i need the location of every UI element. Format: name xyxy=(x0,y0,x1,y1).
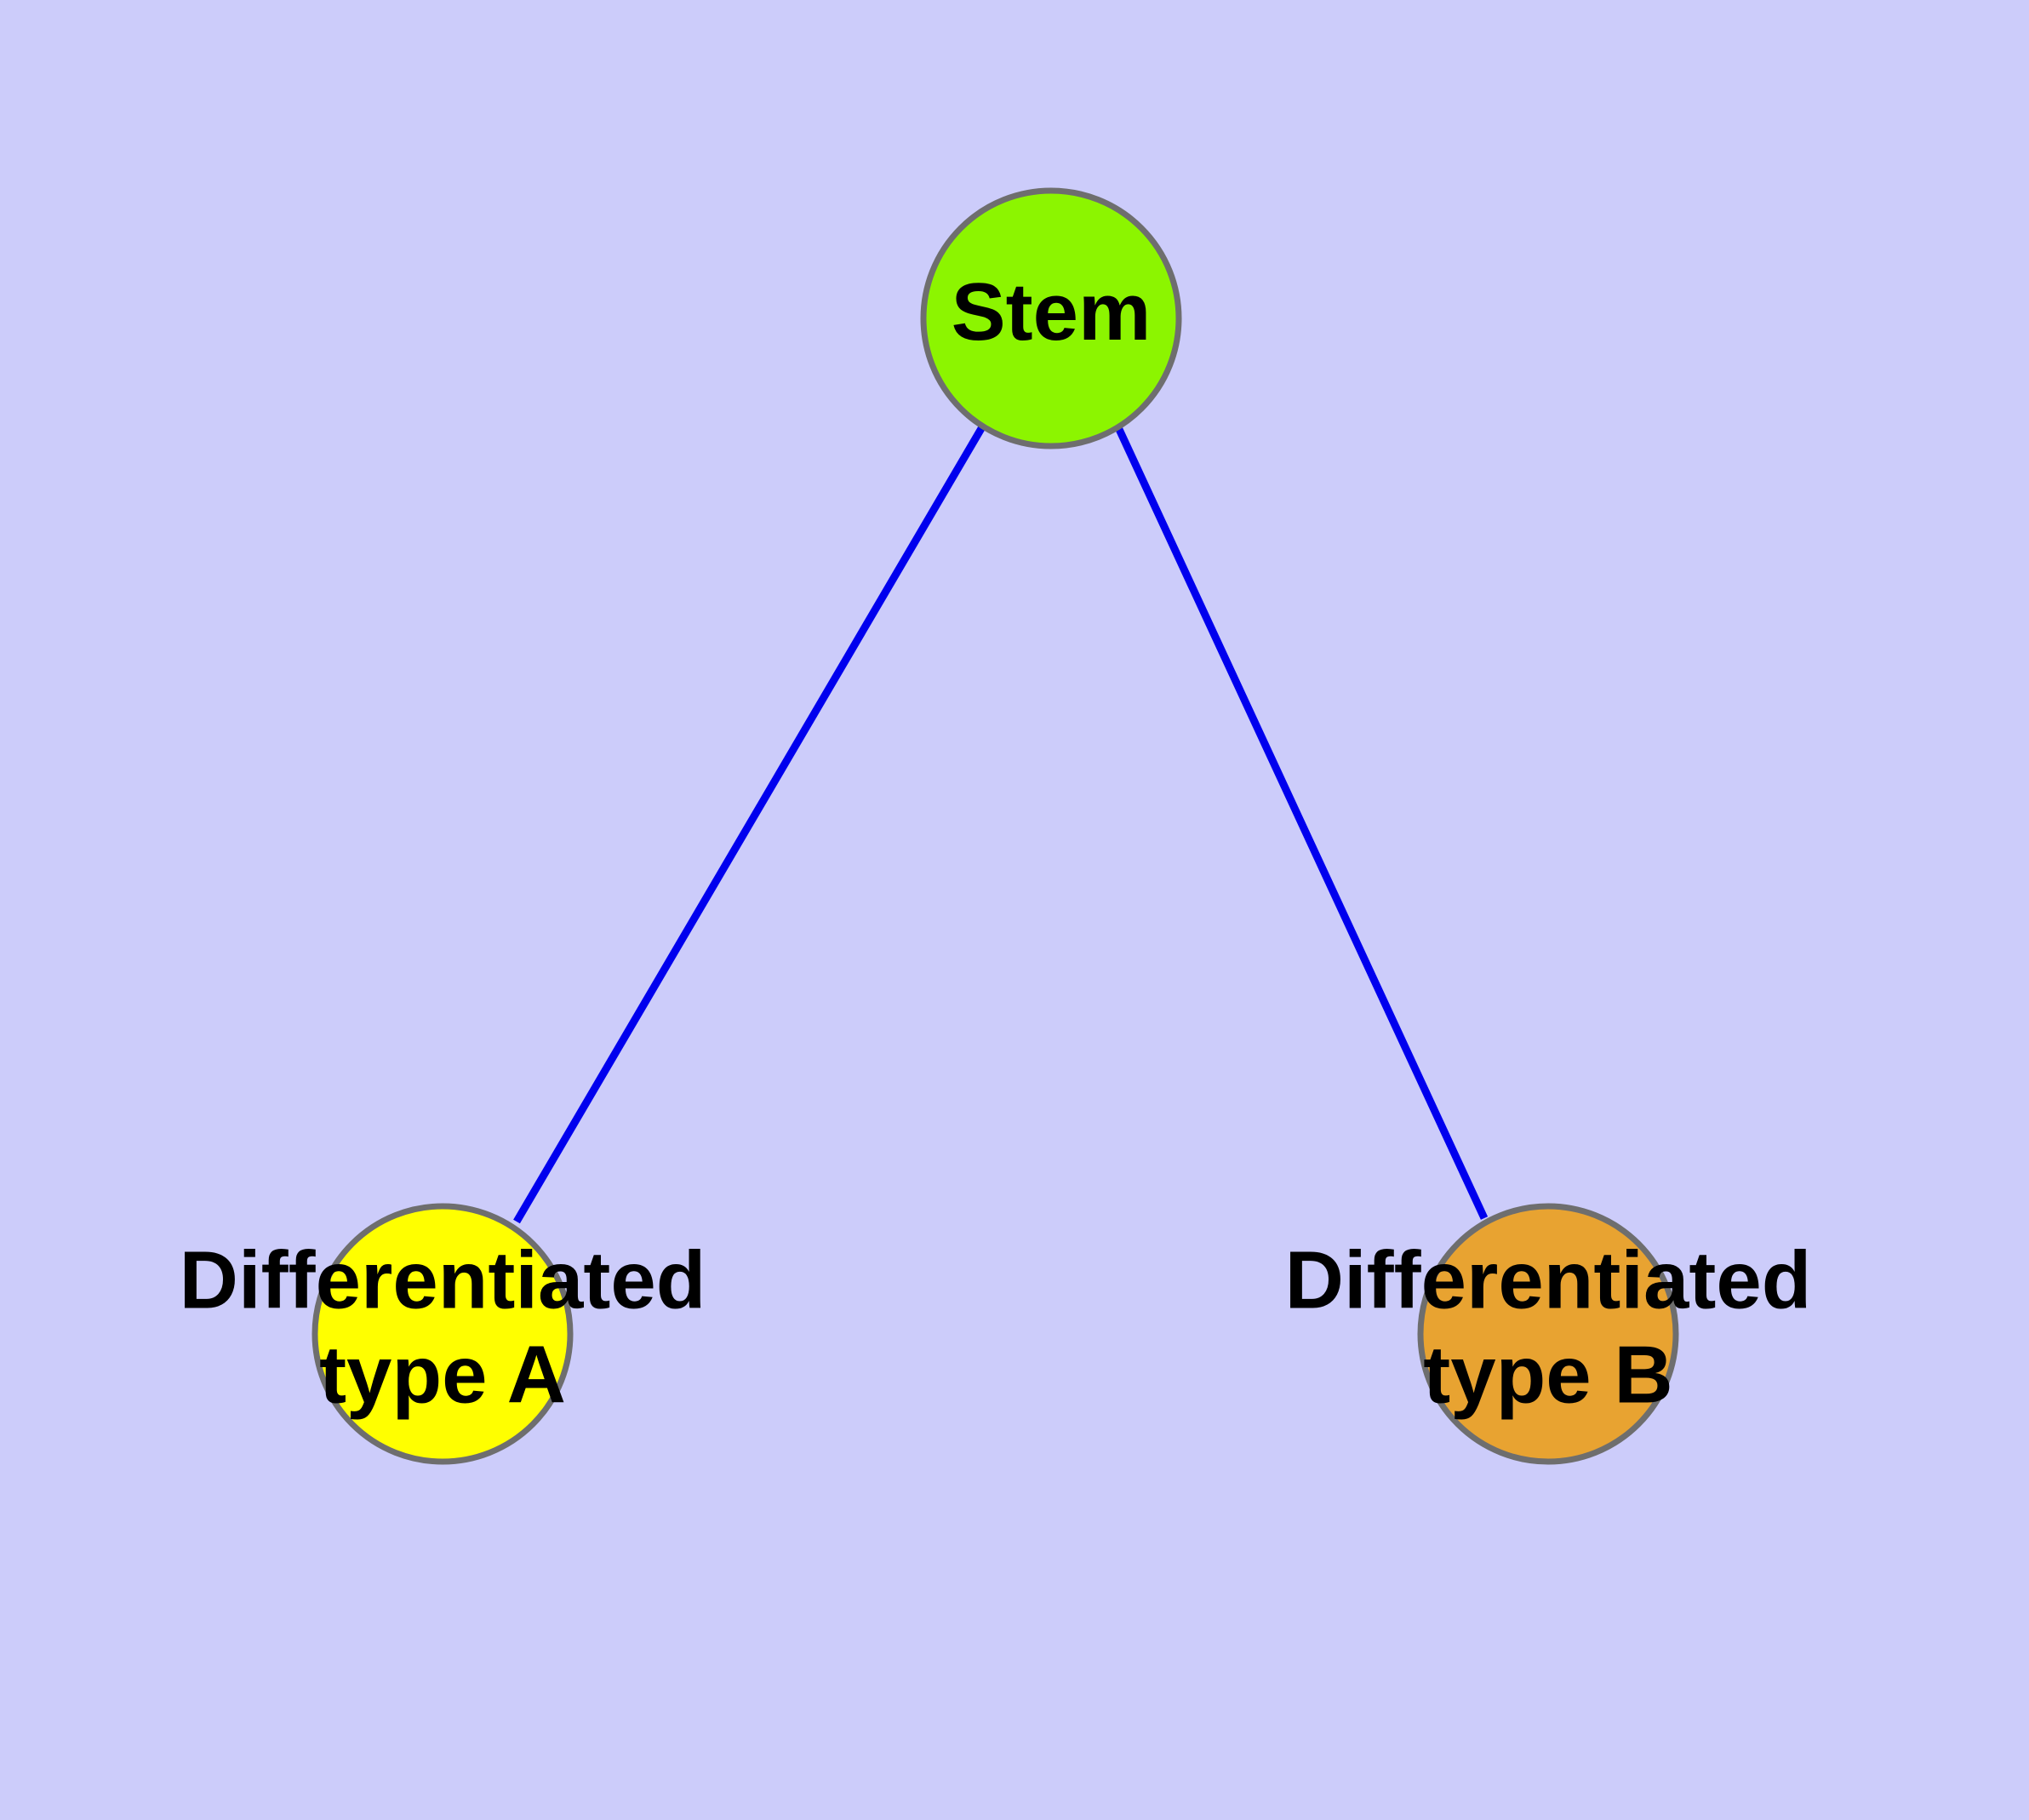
node-label-line: Differentiated xyxy=(180,1235,706,1326)
node-circle-stem[interactable] xyxy=(920,187,1182,449)
node-label-line: type B xyxy=(1423,1330,1672,1421)
node-circle-diff_a[interactable] xyxy=(311,1203,574,1465)
node-label-line: Stem xyxy=(952,266,1152,358)
node-label-stem: Stem xyxy=(952,266,1152,358)
nodes-layer xyxy=(311,187,1679,1465)
edge-stem-to-diff_a[interactable] xyxy=(513,423,986,1224)
edges-layer xyxy=(513,423,1489,1224)
node-label-line: type A xyxy=(319,1330,566,1421)
edge-stem-to-diff_b[interactable] xyxy=(1113,424,1489,1220)
node-label-line: Differentiated xyxy=(1285,1235,1812,1326)
node-circle-diff_b[interactable] xyxy=(1417,1203,1679,1465)
